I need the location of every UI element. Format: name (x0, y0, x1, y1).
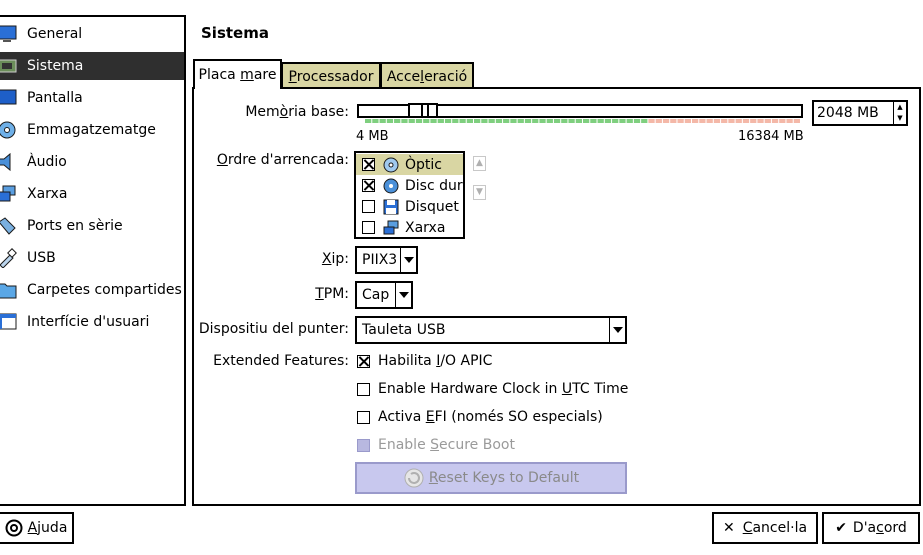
spin-down-icon[interactable]: ▼ (897, 114, 903, 122)
efi-option[interactable]: Activa EFI (només SO especials) (357, 409, 603, 425)
chevron-down-icon (400, 248, 416, 272)
tpm-value: Cap (362, 287, 390, 303)
pointing-device-value: Tauleta USB (362, 322, 446, 338)
tab-panel (192, 87, 921, 506)
utc-clock-label: Enable Hardware Clock in UTC Time (378, 381, 629, 397)
memory-value: 2048 MB (817, 105, 879, 121)
serial-port-icon (0, 217, 16, 235)
chevron-down-icon (395, 283, 411, 307)
sidebar-item-sistema[interactable]: Sistema (0, 52, 184, 80)
sidebar-item-label: Ports en sèrie (27, 218, 123, 234)
sidebar-item-carpetes-compartides[interactable]: Carpetes compartides (0, 276, 184, 304)
pointing-device-combo[interactable]: Tauleta USB (355, 316, 627, 344)
tab-label: Acceleració (386, 68, 468, 85)
io-apic-label: Habilita I/O APIC (378, 353, 493, 369)
chevron-down-icon (609, 318, 625, 342)
tab-label: Placa mare (198, 67, 277, 83)
boot-checkbox[interactable] (362, 200, 375, 213)
boot-checkbox[interactable] (362, 158, 375, 171)
ok-label: D'acord (852, 520, 907, 536)
sidebar-item-label: Carpetes compartides (27, 282, 182, 298)
ok-button[interactable]: ✔ D'acord (822, 512, 920, 544)
settings-sidebar: General Sistema Pantalla Emmagatzematge … (0, 15, 186, 506)
network-icon (383, 220, 399, 234)
speaker-icon (0, 152, 11, 172)
sidebar-item-pantalla[interactable]: Pantalla (0, 84, 184, 112)
tpm-combo[interactable]: Cap (355, 281, 413, 309)
window-icon (0, 313, 17, 330)
io-apic-checkbox[interactable] (357, 354, 370, 368)
help-label: Ajuda (27, 520, 68, 536)
utc-clock-option[interactable]: Enable Hardware Clock in UTC Time (357, 381, 628, 397)
floppy-icon (383, 199, 399, 214)
sidebar-item-audio[interactable]: Àudio (0, 148, 184, 176)
boot-checkbox[interactable] (362, 179, 375, 192)
help-icon (5, 519, 23, 537)
hard-disk-icon (383, 178, 399, 193)
monitor-icon (0, 25, 17, 42)
boot-checkbox[interactable] (362, 221, 375, 234)
check-icon: ✔ (835, 520, 847, 536)
network-icon (0, 185, 16, 202)
sidebar-item-label: USB (27, 250, 56, 266)
disk-icon (0, 121, 16, 139)
sidebar-item-label: Xarxa (27, 186, 68, 202)
boot-item-disquet[interactable]: Disquet (356, 196, 463, 217)
sidebar-item-label: Interfície d'usuari (27, 314, 150, 330)
folder-icon (0, 283, 17, 299)
boot-item-xarxa[interactable]: Xarxa (356, 217, 463, 238)
boot-item-label: Xarxa (405, 219, 446, 236)
boot-order-list: Òptic Disc dur Disquet Xarxa (354, 151, 465, 239)
sidebar-item-ports-serie[interactable]: Ports en sèrie (0, 212, 184, 240)
sidebar-item-label: Sistema (27, 58, 84, 74)
chipset-value: PIIX3 (362, 252, 398, 268)
sidebar-item-usb[interactable]: USB (0, 244, 184, 272)
boot-item-optic[interactable]: Òptic (356, 154, 463, 175)
sidebar-item-emmagatzematge[interactable]: Emmagatzematge (0, 116, 184, 144)
sidebar-item-xarxa[interactable]: Xarxa (0, 180, 184, 208)
boot-item-label: Disc dur (405, 177, 463, 194)
boot-item-label: Disquet (405, 198, 459, 215)
close-icon: ✕ (722, 520, 735, 536)
sidebar-item-label: General (27, 26, 83, 42)
usb-icon (0, 248, 17, 268)
display-icon (0, 89, 17, 105)
help-button[interactable]: Ajuda (0, 512, 74, 544)
efi-checkbox[interactable] (357, 410, 370, 424)
chip-icon (0, 59, 17, 73)
chipset-combo[interactable]: PIIX3 (355, 246, 418, 274)
spin-buttons: ▲ ▼ (893, 102, 906, 124)
sidebar-item-label: Pantalla (27, 90, 83, 106)
boot-item-disc-dur[interactable]: Disc dur (356, 175, 463, 196)
cancel-button[interactable]: ✕ Cancel·la (712, 512, 818, 544)
efi-label: Activa EFI (només SO especials) (378, 409, 603, 425)
memory-slider-track[interactable] (357, 104, 803, 118)
tab-acceleracio[interactable]: Acceleració (380, 62, 474, 89)
optical-disc-icon (383, 157, 399, 172)
spin-up-icon[interactable]: ▲ (897, 103, 903, 111)
io-apic-option[interactable]: Habilita I/O APIC (357, 353, 492, 369)
tab-processador[interactable]: Processador (281, 62, 381, 89)
sidebar-item-label: Emmagatzematge (27, 122, 156, 138)
sidebar-item-interficie-usuari[interactable]: Interfície d'usuari (0, 308, 184, 336)
tab-label: Processador (288, 68, 374, 85)
sidebar-item-general[interactable]: General (0, 20, 184, 48)
memory-slider-handle[interactable] (408, 103, 438, 118)
page-title: Sistema (201, 24, 269, 42)
sidebar-item-label: Àudio (27, 154, 67, 170)
tab-placa-mare[interactable]: Placa mare (193, 59, 282, 89)
boot-item-label: Òptic (405, 156, 442, 173)
utc-clock-checkbox[interactable] (357, 382, 370, 396)
cancel-label: Cancel·la (742, 520, 808, 536)
memory-spinbox[interactable]: 2048 MB ▲ ▼ (812, 100, 908, 126)
